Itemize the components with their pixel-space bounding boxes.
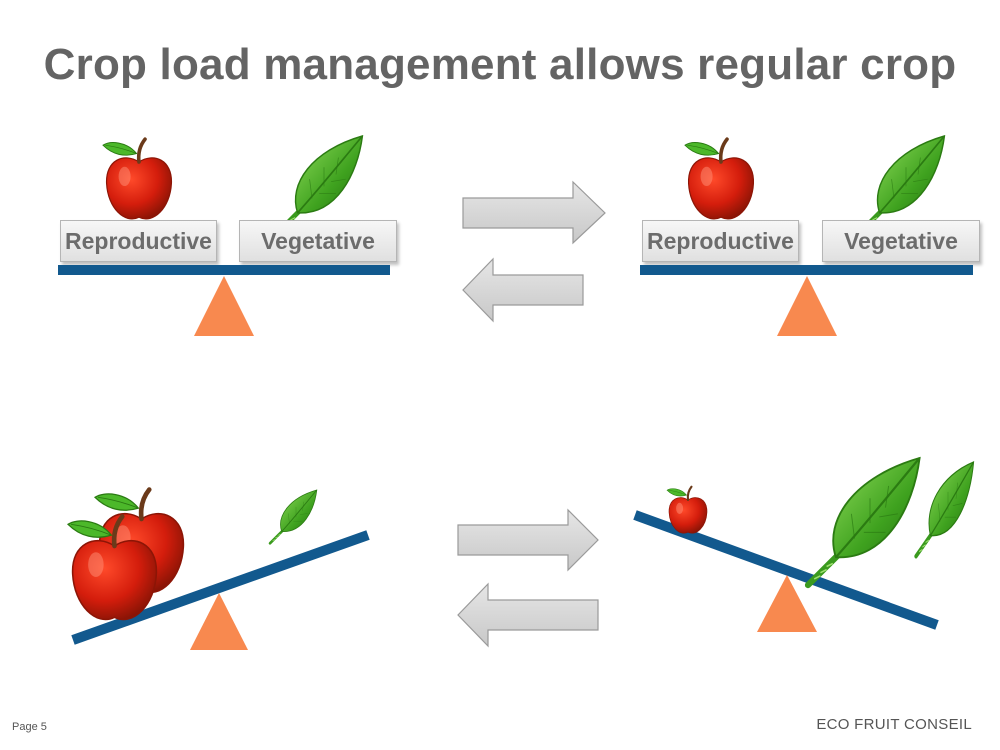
top-left-beam xyxy=(58,265,390,275)
top-left-fulcrum xyxy=(194,276,254,336)
bottom-right-fulcrum xyxy=(757,575,817,632)
top-right-fulcrum xyxy=(777,276,837,336)
bottom-left-fulcrum xyxy=(190,593,248,650)
top-right-apple-icon xyxy=(683,137,756,221)
top-arrow-left-icon xyxy=(462,257,584,323)
top-right-vegetative-label: Vegetative xyxy=(822,220,980,262)
bottom-right-second-leaf-icon xyxy=(916,462,974,556)
top-arrow-right-icon xyxy=(462,180,606,245)
slide-title: Crop load management allows regular crop xyxy=(43,40,957,89)
top-right-reproductive-label: Reproductive xyxy=(642,220,799,262)
top-left-vegetative-label: Vegetative xyxy=(239,220,397,262)
bottom-right-large-leaf-icon xyxy=(808,458,920,585)
top-left-apple-icon xyxy=(101,137,174,221)
bottom-left-small-leaf-icon xyxy=(268,488,319,545)
company-name: ECO FRUIT CONSEIL xyxy=(816,716,972,733)
page-number: Page 5 xyxy=(12,721,47,733)
bottom-right-small-apple-icon xyxy=(665,485,708,535)
bottom-arrow-right-icon xyxy=(457,508,599,572)
bottom-left-beam xyxy=(71,530,370,645)
top-right-beam xyxy=(640,265,973,275)
top-left-reproductive-label: Reproductive xyxy=(60,220,217,262)
bottom-arrow-left-icon xyxy=(457,582,599,648)
